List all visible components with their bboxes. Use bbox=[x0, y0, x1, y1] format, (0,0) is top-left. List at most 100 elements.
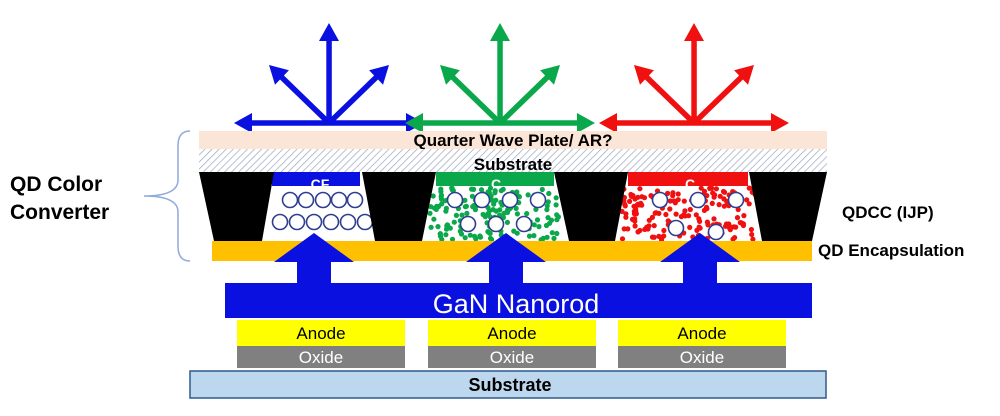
qd-dot bbox=[544, 234, 550, 240]
qd-dot bbox=[696, 224, 702, 230]
qd-dot bbox=[716, 202, 722, 208]
quarter-wave-label: Quarter Wave Plate/ AR? bbox=[413, 131, 612, 150]
qd-dot bbox=[531, 222, 537, 228]
qd-dot bbox=[480, 211, 486, 218]
qd-dot bbox=[444, 222, 450, 228]
qd-dot bbox=[637, 186, 643, 192]
emission-arrow-upleft bbox=[634, 65, 696, 125]
qd-dot bbox=[536, 224, 542, 230]
qd-dot bbox=[478, 187, 485, 193]
qd-dot bbox=[439, 201, 445, 207]
qd-dot bbox=[628, 191, 634, 198]
qd-dot bbox=[681, 198, 687, 204]
qd-dot bbox=[443, 205, 449, 211]
qd-dot bbox=[713, 186, 720, 192]
qd-dot bbox=[709, 200, 715, 206]
emission-arrow-left bbox=[599, 113, 694, 133]
qd-dot bbox=[438, 192, 445, 198]
top-substrate-label: Substrate bbox=[474, 155, 552, 174]
qd-dot bbox=[464, 210, 470, 216]
qd-dot bbox=[638, 200, 644, 206]
quantum-dot-circle bbox=[314, 191, 332, 209]
qd-wells bbox=[271, 185, 758, 243]
qd-dot bbox=[682, 213, 688, 219]
qd-dot bbox=[473, 236, 479, 242]
qd-dot bbox=[459, 212, 465, 218]
anode-label-2: Anode bbox=[487, 324, 536, 343]
qd-dot bbox=[551, 235, 557, 241]
qd-dot bbox=[619, 236, 626, 242]
quarter-wave-plate bbox=[199, 131, 827, 149]
emission-arrow-up bbox=[490, 23, 510, 123]
quantum-dot-circle bbox=[356, 213, 374, 231]
qd-dot bbox=[489, 236, 495, 243]
qd-dot bbox=[740, 222, 747, 229]
qd-dot bbox=[663, 211, 669, 218]
qd-dot bbox=[746, 201, 752, 207]
qd-dot bbox=[462, 235, 468, 241]
quantum-dot-circle bbox=[305, 213, 323, 231]
oxide-label-1: Oxide bbox=[299, 348, 343, 367]
qd-dot bbox=[516, 194, 523, 200]
quantum-dot-circle bbox=[330, 191, 348, 209]
qd-dot bbox=[449, 236, 456, 242]
color-converter-brace bbox=[143, 130, 191, 262]
qd-dot bbox=[449, 185, 455, 191]
qd-dot bbox=[693, 212, 699, 218]
bank-3 bbox=[554, 172, 628, 241]
qd-dot bbox=[651, 223, 657, 229]
emission-arrow-right bbox=[500, 113, 595, 133]
quantum-dot-circle bbox=[473, 191, 491, 209]
excitation-arrow-2 bbox=[466, 233, 546, 283]
qd-dot bbox=[748, 226, 755, 233]
quantum-dot-circle bbox=[515, 215, 533, 233]
qd-dot bbox=[514, 189, 520, 195]
emission-arrow-up bbox=[319, 23, 339, 123]
qd-dot bbox=[635, 194, 641, 200]
bank-2 bbox=[362, 172, 436, 241]
qd-dot bbox=[538, 237, 544, 243]
qd-dot bbox=[546, 190, 552, 197]
cf-label-blue: CF bbox=[311, 176, 330, 192]
cf-label-red: C bbox=[685, 176, 695, 192]
qd-dot bbox=[741, 213, 747, 219]
qd-color-converter-title-line2: Converter bbox=[10, 201, 109, 224]
qd-dot bbox=[443, 232, 449, 238]
emission-arrow-upleft bbox=[440, 65, 502, 125]
qd-dot bbox=[451, 219, 457, 225]
qd-dot bbox=[439, 236, 445, 243]
quantum-dot-circle bbox=[529, 191, 547, 209]
emission-arrow-upright bbox=[498, 65, 560, 125]
oxide-2 bbox=[428, 346, 596, 368]
qd-dot bbox=[705, 222, 711, 228]
qd-dot bbox=[732, 235, 738, 241]
qd-dot bbox=[631, 211, 638, 217]
qd-dot bbox=[514, 211, 521, 217]
qd-dot bbox=[539, 186, 545, 193]
oxide-label-2: Oxide bbox=[490, 348, 534, 367]
qd-dot bbox=[511, 228, 517, 234]
qd-dot bbox=[469, 193, 475, 199]
qd-dot bbox=[750, 236, 756, 242]
qd-dot bbox=[734, 215, 741, 221]
quantum-dot-circle bbox=[487, 215, 505, 233]
excitation-arrows bbox=[274, 233, 740, 283]
qd-dot bbox=[543, 222, 550, 229]
emission-arrow-right bbox=[694, 113, 789, 133]
top-substrate bbox=[199, 149, 827, 172]
emission-fan-1 bbox=[234, 23, 424, 133]
qd-color-converter-title-line1: QD Color bbox=[10, 173, 102, 196]
qd-dot bbox=[667, 198, 673, 204]
qd-dot bbox=[749, 231, 755, 238]
qd-dot bbox=[632, 218, 638, 224]
qd-dot bbox=[641, 195, 648, 201]
qd-dot bbox=[531, 233, 537, 239]
cf-strip-blue bbox=[272, 172, 360, 186]
quantum-dot-circle bbox=[339, 213, 357, 231]
quantum-dot-circle bbox=[651, 191, 669, 209]
anode-2 bbox=[428, 320, 596, 346]
oxide-label-3: Oxide bbox=[680, 348, 724, 367]
qd-dot bbox=[623, 214, 629, 220]
qd-dot bbox=[554, 212, 560, 218]
